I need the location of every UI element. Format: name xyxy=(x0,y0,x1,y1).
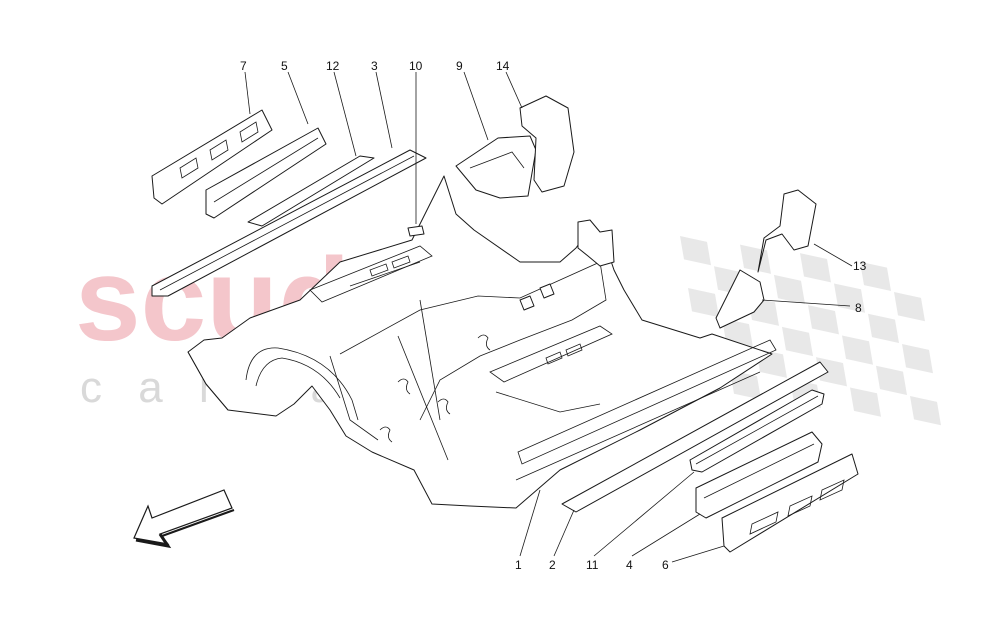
callout-2: 2 xyxy=(549,558,556,572)
checker-square xyxy=(782,326,813,357)
part-5-panel xyxy=(205,127,327,219)
checker-square xyxy=(860,261,891,291)
checker-square xyxy=(688,288,719,318)
checker-square xyxy=(740,244,771,274)
checker-square xyxy=(800,253,831,283)
checker-square xyxy=(808,305,839,335)
callout-10: 10 xyxy=(409,59,423,73)
checker-square xyxy=(842,335,873,365)
part-10-clip xyxy=(407,225,425,237)
part-3-crossmember xyxy=(151,149,427,297)
callout-9: 9 xyxy=(456,59,463,73)
part-8-bracket xyxy=(715,269,765,329)
checker-square xyxy=(876,365,907,395)
callout-4: 4 xyxy=(626,558,633,572)
part-12-strip xyxy=(247,155,375,227)
checker-square xyxy=(902,344,933,374)
part-9-bracket xyxy=(455,135,537,199)
callout-12: 12 xyxy=(326,59,340,73)
callout-13: 13 xyxy=(853,259,867,273)
callout-6: 6 xyxy=(662,558,669,572)
callout-3: 3 xyxy=(371,59,378,73)
checker-square xyxy=(816,357,847,387)
callout-5: 5 xyxy=(281,59,288,73)
part-11-strip xyxy=(689,389,825,473)
front-direction-arrow-icon xyxy=(133,489,235,549)
checker-square xyxy=(910,396,941,426)
callout-11: 11 xyxy=(586,558,599,572)
checker-square xyxy=(894,292,925,322)
part-14-bracket xyxy=(519,95,575,193)
callout-7: 7 xyxy=(240,59,247,73)
checker-square xyxy=(850,387,881,417)
checker-square xyxy=(680,236,711,266)
callout-8: 8 xyxy=(855,301,862,315)
part-7-panel xyxy=(151,109,273,205)
part-2-strip xyxy=(561,361,829,513)
checker-square xyxy=(868,313,899,343)
part-4-panel xyxy=(695,431,823,519)
part-13-bracket xyxy=(757,189,817,273)
checker-square xyxy=(730,370,761,400)
callout-labels: 7 5 12 3 10 9 14 13 8 1 2 11 4 6 xyxy=(240,59,867,572)
checker-square xyxy=(774,274,805,305)
callout-1: 1 xyxy=(515,558,522,572)
callout-14: 14 xyxy=(496,59,510,73)
leader-lines xyxy=(244,71,853,563)
